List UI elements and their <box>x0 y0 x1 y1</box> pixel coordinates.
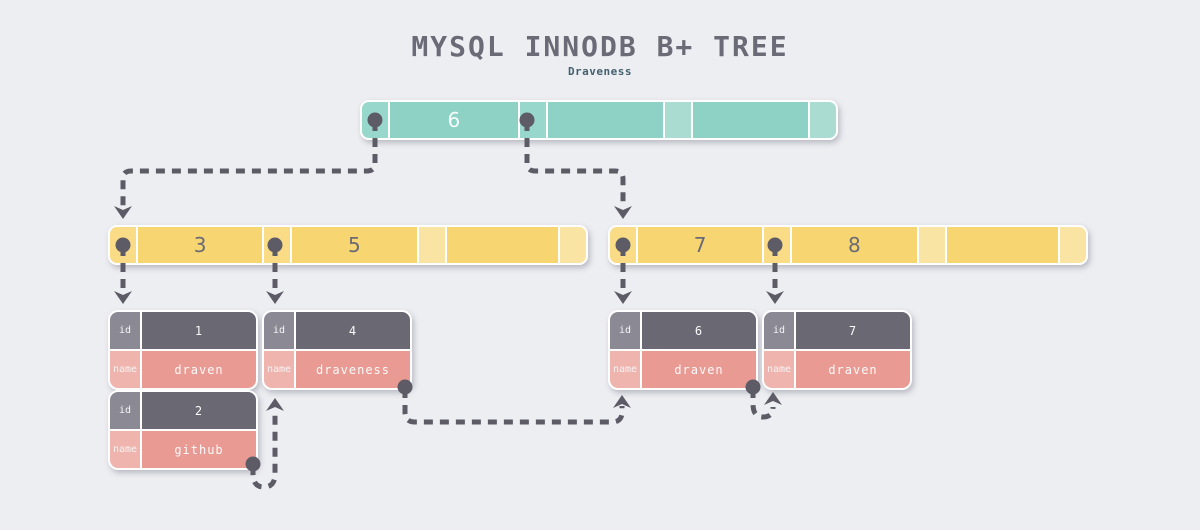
internal-right-pointer-0 <box>610 227 638 263</box>
page-subtitle: Draveness <box>567 65 633 78</box>
internal-right-pointer-1 <box>764 227 793 263</box>
internal-right-pointer-2 <box>918 227 947 263</box>
arrowhead-down-icon <box>614 206 632 219</box>
id-value: 2 <box>142 392 256 429</box>
name-label: name <box>610 351 640 388</box>
arrowhead-down-icon <box>114 206 132 219</box>
page-title: MYSQL INNODB B+ TREE <box>411 30 789 63</box>
internal-left-pointer-2 <box>418 227 447 263</box>
id-label: id <box>264 312 294 349</box>
id-value: 1 <box>142 312 256 349</box>
internal-left-key-1: 5 <box>292 227 419 263</box>
name-label: name <box>264 351 294 388</box>
link-root-to-left-internal <box>120 122 378 206</box>
root-pointer-3 <box>810 102 836 138</box>
internal-right-key-0: 7 <box>638 227 765 263</box>
name-label: name <box>110 351 140 388</box>
name-value: draven <box>796 351 910 388</box>
id-label: id <box>610 312 640 349</box>
root-pointer-2 <box>664 102 693 138</box>
leaf-record-id-7: id 7 name draven <box>762 310 912 390</box>
arrowhead-up-icon <box>764 392 782 405</box>
arrowhead-down-icon <box>266 291 284 304</box>
arrowhead-down-icon <box>614 291 632 304</box>
arrowhead-down-icon <box>114 291 132 304</box>
id-label: id <box>764 312 794 349</box>
internal-left-key-0: 3 <box>138 227 265 263</box>
internal-left-pointer-1 <box>264 227 293 263</box>
arrowhead-up-icon <box>266 398 284 411</box>
id-value: 7 <box>796 312 910 349</box>
leaf-record-id-4: id 4 name draveness <box>262 310 412 390</box>
leaf-record-id-2: id 2 name github <box>108 390 258 470</box>
name-value: draveness <box>296 351 410 388</box>
name-value: draven <box>642 351 756 388</box>
internal-node-left: 3 5 <box>108 225 588 265</box>
name-label: name <box>764 351 794 388</box>
internal-right-key-2 <box>946 227 1061 263</box>
name-label: name <box>110 431 140 468</box>
leaf-record-id-1: id 1 name draven <box>108 310 258 390</box>
leaf-record-id-6: id 6 name draven <box>608 310 758 390</box>
arrowhead-down-icon <box>766 291 784 304</box>
root-key-2 <box>692 102 811 138</box>
internal-left-pointer-0 <box>110 227 138 263</box>
internal-node-right: 7 8 <box>608 225 1088 265</box>
root-node: 6 <box>360 100 838 140</box>
id-label: id <box>110 312 140 349</box>
link-page2-to-page3 <box>402 389 625 425</box>
link-page3-to-page4 <box>750 389 776 420</box>
internal-right-key-1: 8 <box>792 227 919 263</box>
internal-left-key-2 <box>446 227 561 263</box>
root-key-1 <box>547 102 665 138</box>
id-label: id <box>110 392 140 429</box>
root-pointer-0 <box>362 102 390 138</box>
id-value: 6 <box>642 312 756 349</box>
id-value: 4 <box>296 312 410 349</box>
internal-left-pointer-3 <box>560 227 586 263</box>
internal-right-pointer-3 <box>1060 227 1086 263</box>
name-value: draven <box>142 351 256 388</box>
arrowhead-up-icon <box>613 395 631 408</box>
name-value: github <box>142 431 256 468</box>
root-key-0: 6 <box>390 102 520 138</box>
root-pointer-1 <box>519 102 548 138</box>
